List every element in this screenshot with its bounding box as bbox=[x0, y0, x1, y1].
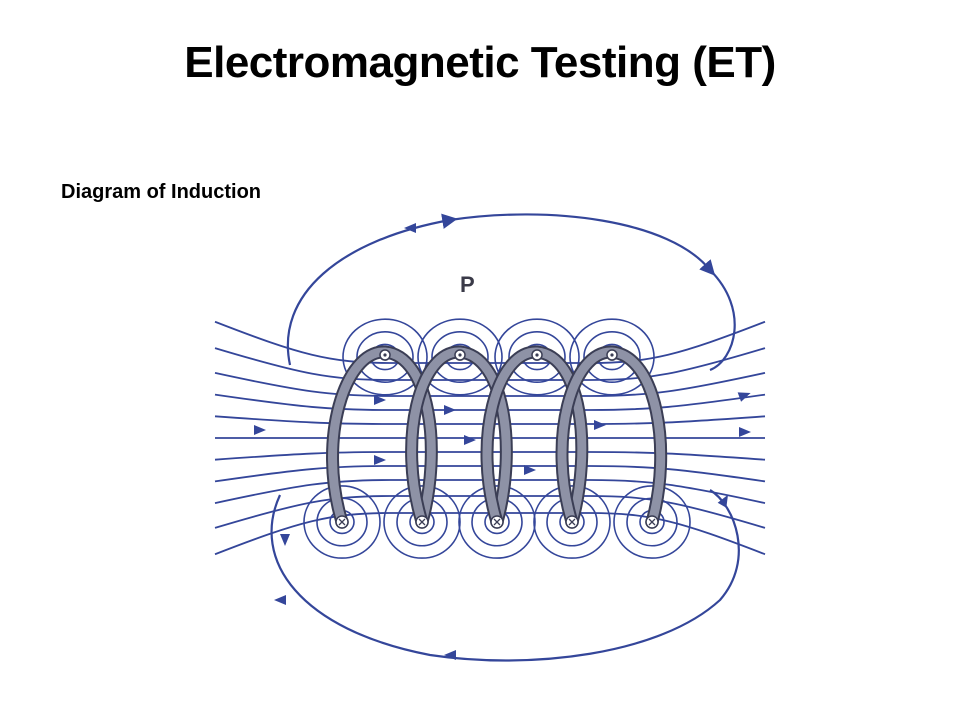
field-circle bbox=[508, 331, 566, 384]
field-circle bbox=[458, 485, 536, 559]
field-arrow bbox=[524, 465, 536, 475]
field-circle bbox=[303, 485, 381, 559]
field-circle bbox=[383, 485, 461, 559]
field-arrow bbox=[374, 455, 386, 465]
field-circle bbox=[533, 485, 611, 559]
field-arrow bbox=[444, 650, 456, 660]
field-circle bbox=[431, 331, 489, 384]
field-circle bbox=[417, 318, 503, 396]
cross-mark bbox=[493, 518, 501, 526]
field-arrow bbox=[280, 534, 290, 546]
field-arrow bbox=[737, 392, 751, 402]
field-arrow bbox=[594, 420, 606, 430]
field-circle bbox=[342, 318, 428, 396]
field-arrow bbox=[717, 494, 728, 508]
outer-field-loop-bottom bbox=[270, 489, 740, 662]
coil-winding bbox=[326, 345, 668, 529]
diagram-caption: Diagram of Induction bbox=[61, 181, 261, 203]
cross-mark bbox=[338, 518, 346, 526]
field-arrow bbox=[374, 395, 386, 405]
field-circle bbox=[583, 331, 641, 384]
field-circle bbox=[569, 318, 655, 396]
field-arrow bbox=[464, 435, 476, 445]
field-circle bbox=[494, 318, 580, 396]
current-out-center bbox=[610, 353, 614, 357]
current-out-center bbox=[535, 353, 539, 357]
slide-title: Electromagnetic Testing (ET) bbox=[184, 38, 776, 87]
field-arrow bbox=[739, 427, 751, 437]
field-arrow bbox=[274, 595, 286, 605]
induction-diagram: P bbox=[190, 200, 790, 680]
current-out-center bbox=[458, 353, 462, 357]
field-arrow bbox=[404, 223, 416, 233]
field-circle bbox=[613, 485, 691, 559]
field-circle bbox=[356, 331, 414, 384]
field-direction-arrows bbox=[254, 223, 751, 660]
induction-diagram-svg: P bbox=[214, 213, 766, 662]
field-arrow bbox=[254, 425, 266, 435]
cross-mark bbox=[648, 518, 656, 526]
field-line bbox=[214, 320, 766, 364]
pole-label: P bbox=[460, 272, 475, 297]
cross-mark bbox=[568, 518, 576, 526]
field-arrow bbox=[444, 405, 456, 415]
current-out-center bbox=[383, 353, 387, 357]
outer-field-loop-top bbox=[286, 213, 736, 372]
cross-mark bbox=[418, 518, 426, 526]
